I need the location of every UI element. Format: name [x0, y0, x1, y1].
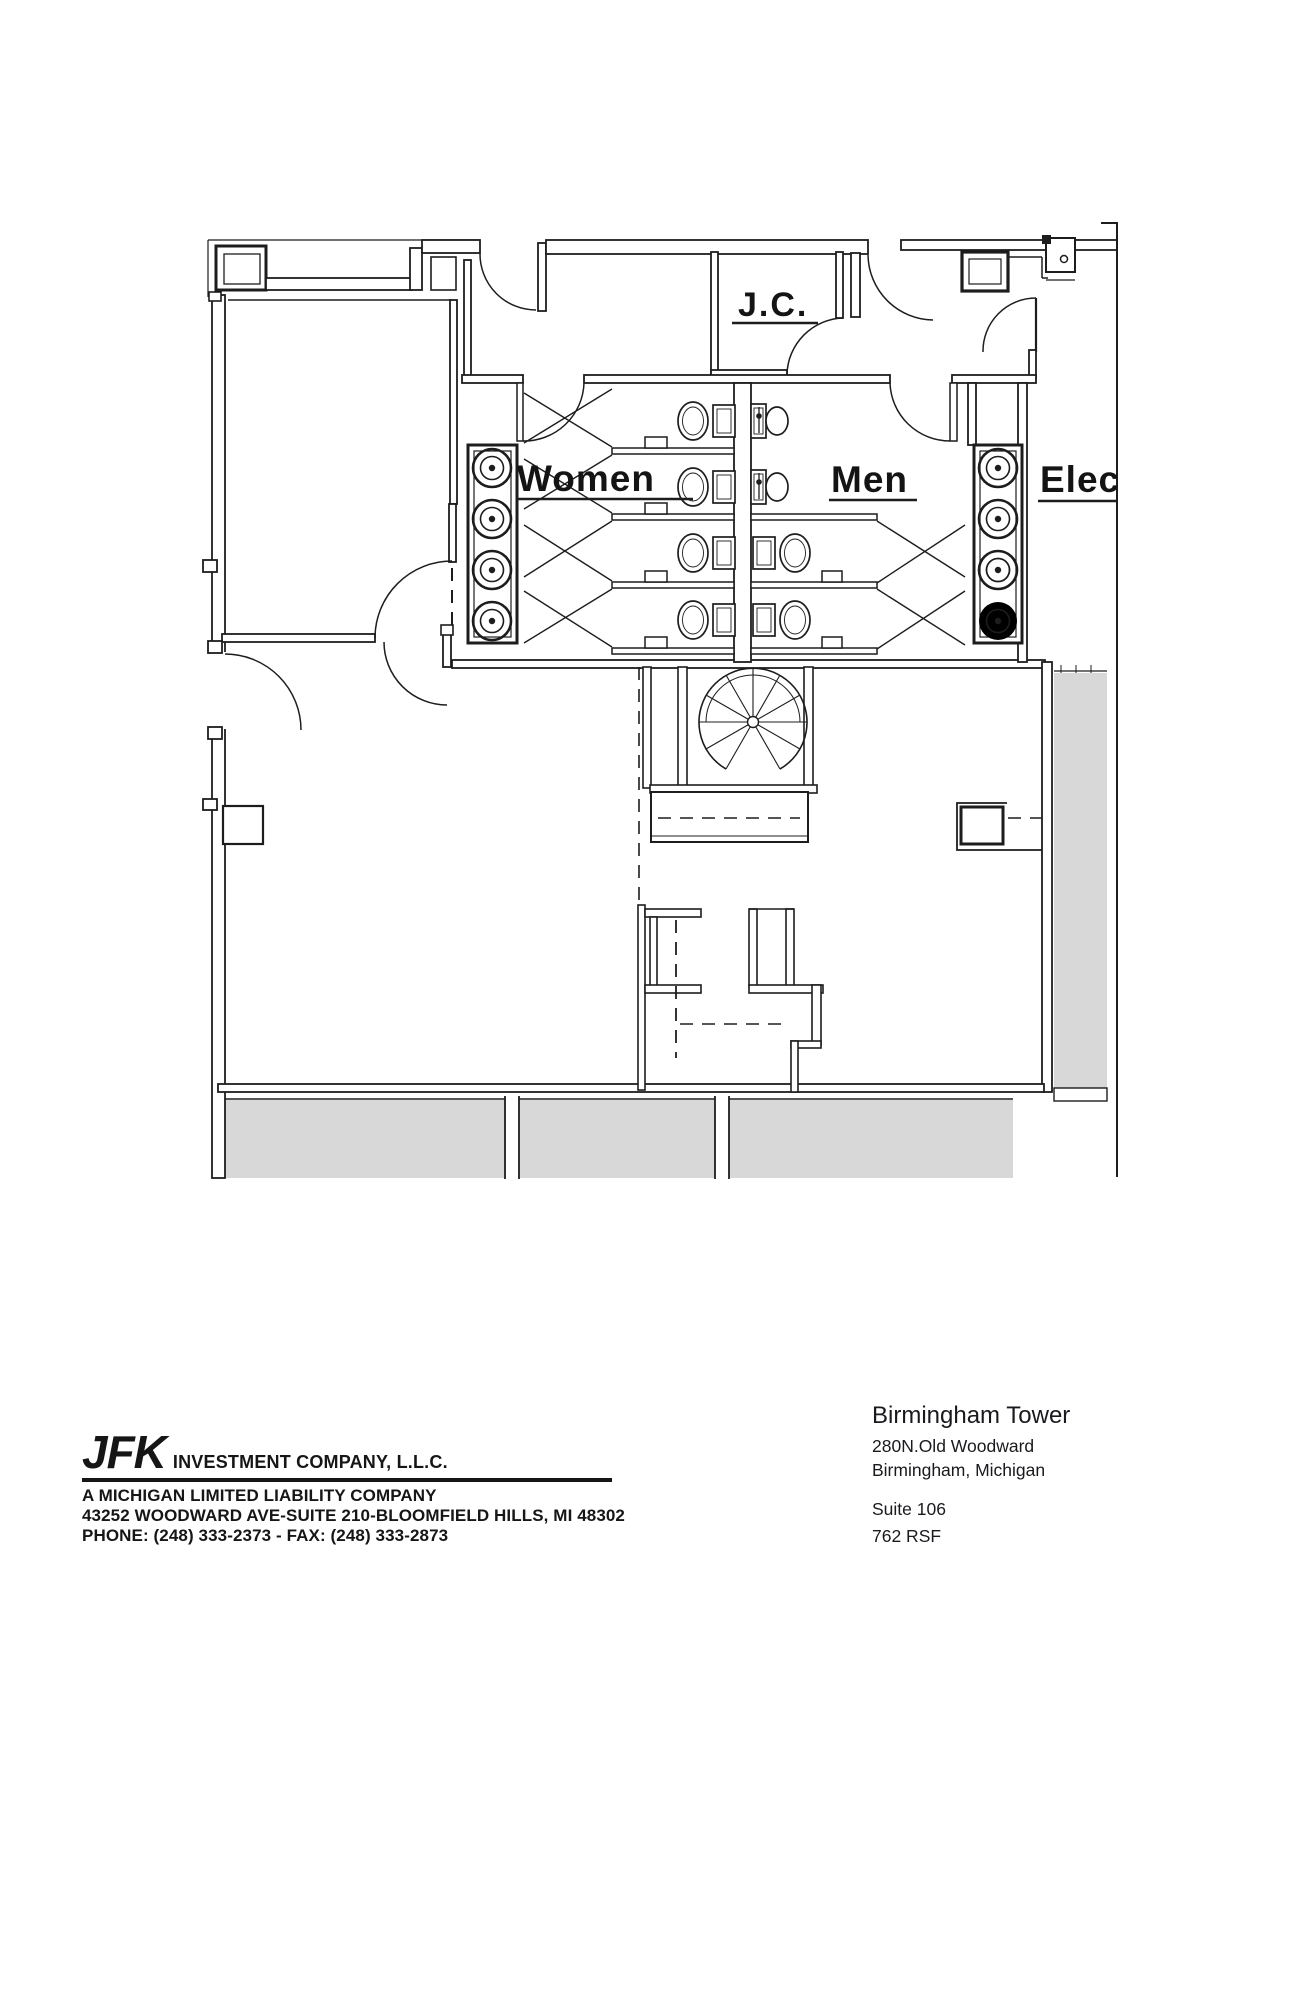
pipe-icon [471, 447, 513, 642]
brand-line2: 43252 WOODWARD AVE-SUITE 210-BLOOMFIELD … [82, 1506, 625, 1525]
stall-doors [523, 388, 613, 648]
toilet-icon [752, 533, 811, 640]
stair-corridor [638, 666, 1044, 905]
window-band-bottom [225, 1096, 1013, 1179]
property-address2: Birmingham, Michigan [872, 1459, 1046, 1480]
urinal-icon [750, 403, 789, 505]
property-address1: 280N.Old Woodward [872, 1436, 1035, 1456]
brand-rule [82, 1478, 612, 1482]
interior-room [637, 904, 824, 1093]
pipe-chase-left [466, 443, 519, 645]
electrical-panel-icon [1042, 235, 1076, 281]
room-label-men: Men [831, 459, 908, 500]
brand-company: INVESTMENT COMPANY, L.L.C. [172, 1452, 448, 1472]
women-stalls [523, 388, 736, 655]
brand-logo: JFK [82, 1426, 167, 1478]
toilet-icon [677, 401, 736, 640]
pipe-chase-right [972, 443, 1024, 645]
column [959, 805, 1005, 846]
room-label-women: Women [517, 458, 655, 499]
spiral-stair-icon [698, 667, 808, 770]
column [221, 804, 265, 846]
window-band-right [1053, 665, 1108, 1102]
brand-line3: PHONE: (248) 333-2373 - FAX: (248) 333-2… [82, 1526, 449, 1545]
stall-doors [876, 520, 966, 650]
room-label-elec: Elec [1040, 459, 1120, 500]
property-area: 762 RSF [872, 1526, 942, 1546]
pipe-icon [977, 447, 1019, 640]
property-block: Birmingham Tower 280N.Old Woodward Birmi… [872, 1400, 1070, 1550]
room-label-jc: J.C. [738, 286, 808, 324]
men-stalls [750, 403, 966, 655]
suite-walls [202, 222, 1118, 1177]
property-name: Birmingham Tower [872, 1402, 1071, 1429]
brand-block: JFK INVESTMENT COMPANY, L.L.C. A MICHIGA… [82, 1428, 642, 1546]
counter [650, 791, 809, 843]
walls [207, 235, 1118, 1179]
brand-line1: A MICHIGAN LIMITED LIABILITY COMPANY [82, 1486, 437, 1505]
property-suite: Suite 106 [872, 1499, 946, 1519]
